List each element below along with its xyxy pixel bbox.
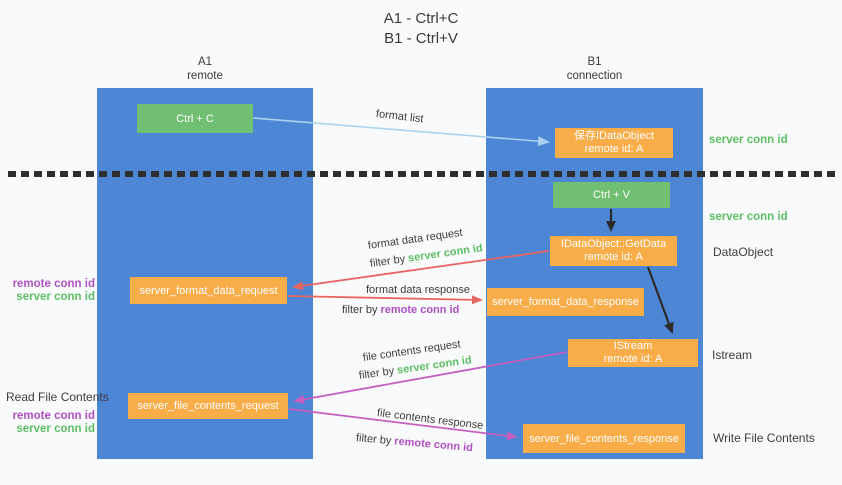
node-istream: IStream remote id: A [568,339,698,367]
filter-by-text: filter by [342,304,378,316]
annotation-server-conn-id: server conn id [16,290,95,303]
node-ctrl-v: Ctrl + V [553,182,670,208]
node-server-format-data-request-label: server_format_data_request [139,284,278,297]
node-istream-line2: remote id: A [603,353,663,365]
node-server-file-contents-response-label: server_file_contents_response [529,432,679,445]
title-line-1: A1 - Ctrl+C [383,10,459,27]
node-ctrl-c-label: Ctrl + C [176,112,214,125]
annotation-conn-ids-format: remote conn id server conn id [8,278,95,303]
diagram-title: A1 - Ctrl+C B1 - Ctrl+V [0,9,842,49]
node-server-format-data-request: server_format_data_request [130,277,287,304]
lane-a1-name: A1 [197,56,213,68]
annotation-server-conn-id: server conn id [16,422,95,435]
format-list-arrow [252,117,550,147]
node-save-idataobject: 保存IDataObject remote id: A [555,128,673,158]
node-idataobject-getdata-line2: remote id: A [584,251,643,263]
format-data-request-arrow [292,250,550,291]
node-save-idataobject-line2: remote id: A [584,143,644,155]
remote-conn-id-text: remote conn id [380,304,460,316]
annotation-remote-conn-id: remote conn id [12,278,95,290]
node-server-format-data-response-label: server_format_data_response [492,296,639,308]
file-contents-request-arrow [293,351,568,404]
file-contents-response-arrow [288,408,518,441]
annotation-write-file-contents: Write File Contents [713,431,815,445]
title-line-2: B1 - Ctrl+V [384,30,458,47]
annotation-server-conn-id-mid: server conn id [709,211,788,223]
edge-label-format-data-response: format data response [366,284,470,296]
lane-header-b1: B1 connection [486,55,703,83]
lane-header-a1: A1 remote [97,55,313,83]
node-idataobject-getdata: IDataObject::GetData remote id: A [550,236,677,266]
node-server-format-data-response: server_format_data_response [487,288,644,316]
lane-a1-subtitle: remote [187,70,223,82]
getdata-to-istream-arrow [646,266,674,334]
node-ctrl-c: Ctrl + C [137,104,253,133]
node-server-file-contents-response: server_file_contents_response [523,424,685,453]
format-data-response-arrow [287,295,483,305]
node-idataobject-getdata-line1: IDataObject::GetData [560,238,667,250]
node-save-idataobject-line1: 保存IDataObject [573,130,655,142]
node-server-file-contents-request-label: server_file_contents_request [137,400,279,412]
annotation-server-conn-id-top: server conn id [709,134,788,146]
lane-b1-name: B1 [587,56,602,68]
lane-b1-subtitle: connection [566,70,623,82]
node-server-file-contents-request: server_file_contents_request [128,393,288,419]
annotation-conn-ids-file: remote conn id server conn id [8,410,95,435]
annotation-remote-conn-id: remote conn id [12,410,95,422]
annotation-read-file-contents: Read File Contents [6,390,109,404]
annotation-istream: Istream [712,348,753,362]
node-istream-line1: IStream [613,340,653,352]
annotation-dataobject: DataObject [713,245,774,259]
node-ctrl-v-label: Ctrl + V [593,189,630,201]
